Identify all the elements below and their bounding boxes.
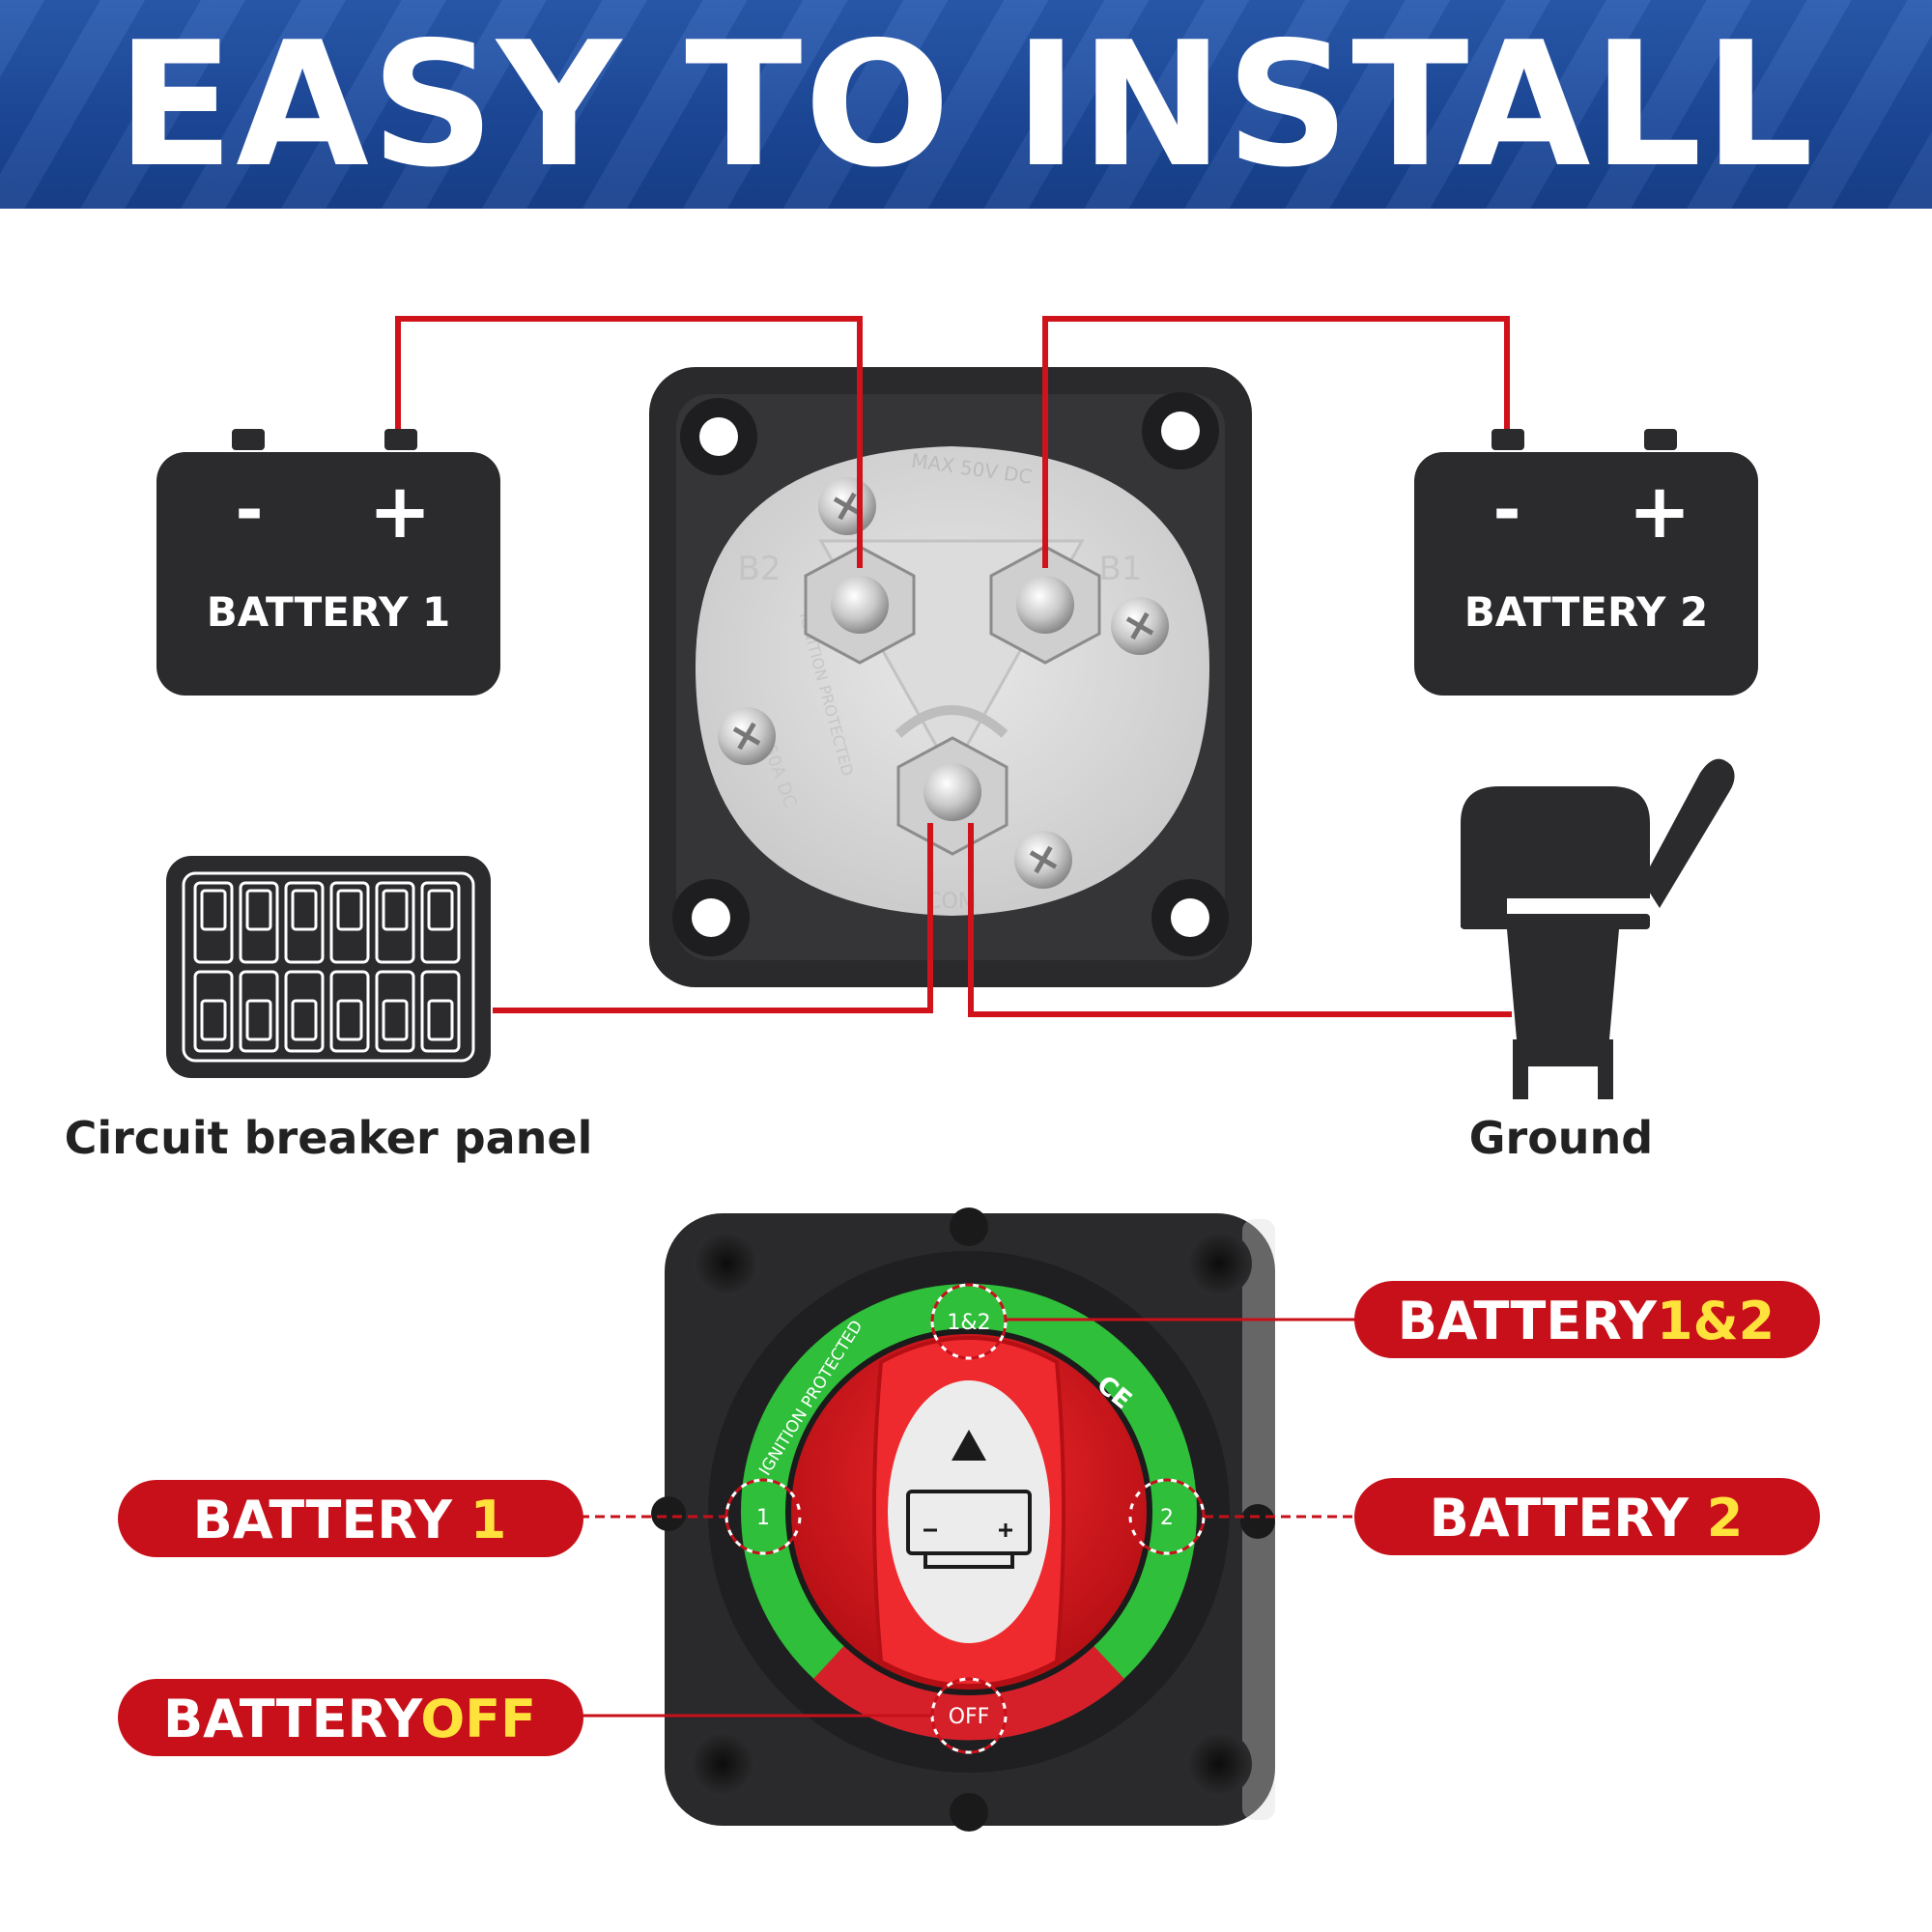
breaker-switch <box>193 881 234 964</box>
svg-text:BATTERY 2: BATTERY 2 <box>1430 1488 1744 1548</box>
rear-marking-b2: B2 <box>738 550 781 588</box>
breaker-switch-toggle <box>245 999 272 1041</box>
dial-label-one: 1 <box>756 1506 770 1530</box>
breaker-switch <box>284 881 325 964</box>
callout-both-prefix: BATTERY <box>1398 1291 1658 1351</box>
dial-label-both: 1&2 <box>947 1311 990 1335</box>
circuit-breaker-panel-icon <box>166 856 491 1078</box>
callout-one-suffix: 1 <box>470 1490 507 1550</box>
wire-tips <box>857 319 1048 1014</box>
breaker-switch <box>329 970 370 1053</box>
breaker-switch-toggle <box>336 999 363 1041</box>
leader-lines <box>580 1318 1356 1718</box>
breaker-switch <box>239 970 279 1053</box>
header-banner: EASY TO INSTALL <box>0 0 1932 209</box>
breaker-switch-toggle <box>427 889 454 931</box>
svg-text:BATTERY1&2: BATTERY1&2 <box>1398 1291 1776 1351</box>
battery-1-plus: + <box>368 469 431 555</box>
terminal-b1 <box>989 545 1101 665</box>
callout-one-prefix: BATTERY <box>193 1490 470 1550</box>
plate-screws <box>718 477 1169 889</box>
battery-2-label: BATTERY 2 <box>1464 588 1709 636</box>
circuit-breaker-panel-label: Circuit breaker panel <box>65 1112 593 1164</box>
breaker-switch <box>239 881 279 964</box>
dial-label-off: OFF <box>949 1705 990 1729</box>
battery-1-icon: - + BATTERY 1 <box>156 429 500 696</box>
breaker-switch-toggle <box>245 889 272 931</box>
battery-2-minus: - <box>1492 470 1520 550</box>
callout-off: BATTERYOFF <box>118 1679 583 1756</box>
breaker-switch-toggle <box>200 889 227 931</box>
terminal-com <box>896 736 1009 856</box>
breaker-switch-toggle <box>291 999 318 1041</box>
battery-1-minus: - <box>235 470 263 550</box>
breaker-switch-toggle <box>291 889 318 931</box>
breaker-switch <box>375 881 415 964</box>
selector-switch-front: IGNITION PROTECTED CE 1&2 1 2 OFF <box>651 1208 1275 1832</box>
position-marker-both: 1&2 <box>930 1283 1008 1360</box>
breaker-switch-toggle <box>382 889 409 931</box>
breaker-switch <box>420 970 461 1053</box>
breaker-switch-toggle <box>200 999 227 1041</box>
banner-texture <box>0 0 1932 209</box>
callout-both-suffix: 1&2 <box>1657 1291 1775 1351</box>
callout-off-prefix: BATTERY <box>163 1689 423 1749</box>
callout-two-suffix: 2 <box>1707 1488 1744 1548</box>
battery-1-label: BATTERY 1 <box>207 588 451 636</box>
ground-label: Ground <box>1469 1112 1653 1164</box>
breaker-switch-toggle <box>427 999 454 1041</box>
callout-two: BATTERY 2 <box>1354 1478 1820 1555</box>
svg-text:BATTERY 1: BATTERY 1 <box>193 1490 507 1550</box>
breaker-switch <box>375 970 415 1053</box>
callout-two-prefix: BATTERY <box>1430 1488 1707 1548</box>
breaker-switch-toggle <box>336 889 363 931</box>
callout-one: BATTERY 1 <box>118 1480 583 1557</box>
svg-text:BATTERYOFF: BATTERYOFF <box>163 1689 536 1749</box>
banner-title: EASY TO INSTALL <box>116 5 1816 205</box>
breaker-switch <box>329 881 370 964</box>
breaker-switch <box>420 881 461 964</box>
breaker-switch-toggle <box>382 999 409 1041</box>
callout-both: BATTERY1&2 <box>1354 1281 1820 1358</box>
battery-2-icon: - + BATTERY 2 <box>1414 429 1758 696</box>
dial-label-two: 2 <box>1160 1506 1174 1530</box>
rear-marking-b1: B1 <box>1099 550 1143 588</box>
breaker-switch <box>193 970 234 1053</box>
battery-2-plus: + <box>1628 469 1690 555</box>
ground-motor-icon <box>1461 758 1735 1099</box>
switch-rear-view: MAX 50V DC B2 B1 COM 250A DC IGNITION PR… <box>649 367 1252 987</box>
callout-off-suffix: OFF <box>420 1689 536 1749</box>
breaker-switch <box>284 970 325 1053</box>
terminal-b2 <box>804 545 916 665</box>
